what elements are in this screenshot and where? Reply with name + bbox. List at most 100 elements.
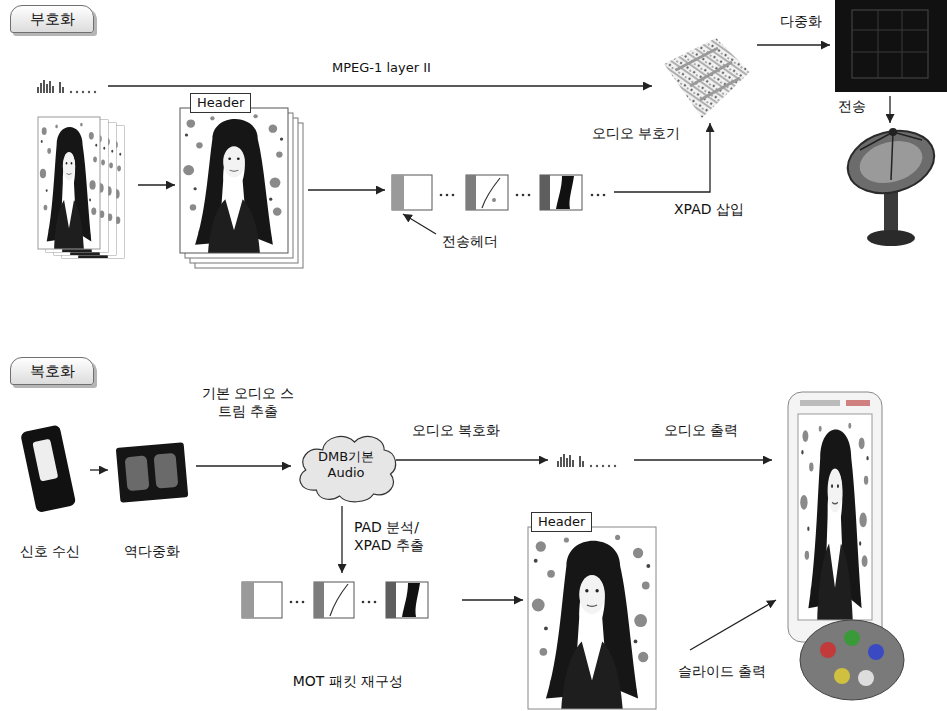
demux-image bbox=[125, 455, 150, 491]
annotation-label: XPAD 삽입 bbox=[672, 200, 746, 218]
photo-stack bbox=[38, 117, 124, 258]
captioned-image: MOT 패킷 재구성 bbox=[236, 575, 460, 690]
mot-packets bbox=[296, 601, 299, 604]
packet-sequence bbox=[556, 176, 574, 209]
mot-packets bbox=[402, 583, 420, 617]
demux-image bbox=[154, 453, 179, 489]
header-stack bbox=[180, 108, 303, 268]
label-anchor: 오디오 출력 bbox=[662, 421, 740, 439]
mot-packets bbox=[242, 582, 282, 618]
audio-encoder-image bbox=[676, 48, 740, 100]
audio-wave-icon bbox=[557, 454, 616, 467]
slide-image bbox=[528, 527, 656, 709]
audio-encoder-image bbox=[664, 38, 750, 118]
annotation-label: 전송 bbox=[836, 97, 868, 115]
mobile-phone bbox=[820, 642, 836, 658]
mobile-phone bbox=[788, 392, 882, 642]
mot-packets bbox=[330, 584, 348, 616]
receiver-image bbox=[20, 425, 76, 514]
mobile-phone bbox=[788, 392, 904, 700]
packet-sequence bbox=[446, 194, 449, 197]
packet-sequence bbox=[392, 175, 605, 210]
packet-sequence bbox=[603, 194, 606, 197]
mobile-phone bbox=[798, 414, 872, 620]
multiplex-image bbox=[835, 0, 947, 92]
audio-wave-icon bbox=[37, 80, 96, 93]
mobile-phone bbox=[798, 414, 872, 620]
packet-sequence bbox=[540, 175, 582, 210]
node-text: 신호 수신 bbox=[20, 543, 80, 561]
node-text: 복호화 bbox=[30, 362, 75, 381]
mobile-phone bbox=[844, 630, 860, 646]
receiver-image bbox=[20, 425, 76, 514]
mot-packets bbox=[290, 601, 293, 604]
captioned-image: 신호 수신 bbox=[12, 420, 88, 560]
packet-sequence bbox=[522, 194, 525, 197]
packet-sequence bbox=[482, 178, 500, 208]
flow-arrow bbox=[634, 459, 772, 460]
packet-sequence bbox=[452, 194, 455, 197]
flow-arrow bbox=[308, 189, 385, 190]
packet-sequence bbox=[591, 194, 594, 197]
mot-packets bbox=[314, 582, 324, 618]
packet-sequence bbox=[392, 175, 432, 210]
node-text: Header bbox=[531, 512, 592, 532]
mobile-phone bbox=[858, 670, 874, 686]
demux-image bbox=[116, 442, 189, 503]
connector-arrow bbox=[341, 506, 342, 573]
node-text: 부호화 bbox=[30, 10, 75, 29]
mobile-phone bbox=[846, 400, 870, 406]
captioned-image: 역다중화 bbox=[110, 440, 194, 560]
connector-arrow bbox=[196, 465, 291, 466]
label-anchor: XPAD 삽입 bbox=[672, 200, 746, 218]
annotation-label: 전송헤더 bbox=[440, 232, 500, 250]
packet-sequence bbox=[597, 194, 600, 197]
annotation-label: 오디오 복호화 bbox=[410, 421, 502, 439]
label-anchor: PAD 분석/ XPAD 추출 bbox=[352, 518, 446, 554]
header-tab: Header bbox=[190, 93, 251, 113]
mot-packets bbox=[368, 601, 371, 604]
satellite-dish bbox=[867, 230, 915, 246]
slide-image bbox=[528, 527, 656, 709]
packet-sequence bbox=[492, 198, 496, 202]
mot-packets bbox=[386, 582, 428, 618]
packet-sequence bbox=[440, 194, 443, 197]
connector-arrow bbox=[462, 599, 523, 600]
satellite-dish bbox=[884, 188, 898, 234]
satellite-dish bbox=[889, 128, 897, 136]
edge-label: 기본 오디오 스트림 추출 bbox=[196, 384, 300, 420]
audio-wave-icon bbox=[557, 454, 616, 467]
label-anchor: 전송헤더 bbox=[440, 232, 500, 250]
slide-image: Header bbox=[525, 512, 658, 711]
mot-packets bbox=[386, 582, 396, 618]
packet-sequence bbox=[466, 175, 508, 210]
mobile-phone bbox=[834, 668, 850, 684]
section-tab: 복호화 bbox=[10, 357, 94, 385]
demux-image bbox=[116, 442, 189, 503]
audio-encoder-image bbox=[664, 38, 750, 118]
annotation-label: MPEG-1 layer II bbox=[330, 60, 433, 77]
label-anchor: 다중화 bbox=[778, 12, 824, 30]
multiplex-image bbox=[852, 10, 928, 78]
satellite-dish bbox=[841, 122, 942, 203]
packet-sequence bbox=[466, 175, 476, 210]
mot-packets bbox=[302, 601, 305, 604]
node-text: MOT 패킷 재구성 bbox=[293, 673, 404, 691]
annotation-label: 슬라이드 출력 bbox=[676, 662, 768, 680]
flow-arrow bbox=[889, 96, 890, 123]
captioned-image: 오디오 부호기 bbox=[592, 36, 752, 142]
cloud-shape: DMB기본 Audio bbox=[293, 426, 399, 504]
label-anchor: 오디오 복호화 bbox=[410, 421, 502, 439]
node-text: DMB기본 Audio bbox=[315, 449, 377, 482]
node-text: 오디오 부호기 bbox=[592, 125, 680, 143]
label-anchor: 전송 bbox=[836, 97, 868, 115]
audio-wave-icon bbox=[37, 80, 96, 93]
satellite-dish bbox=[860, 132, 922, 180]
flow-arrow bbox=[138, 184, 175, 185]
packet-sequence bbox=[392, 175, 404, 210]
receiver-image bbox=[32, 439, 58, 482]
mobile-phone bbox=[800, 400, 840, 406]
photo-stack bbox=[38, 117, 100, 249]
mot-packets bbox=[314, 582, 354, 618]
